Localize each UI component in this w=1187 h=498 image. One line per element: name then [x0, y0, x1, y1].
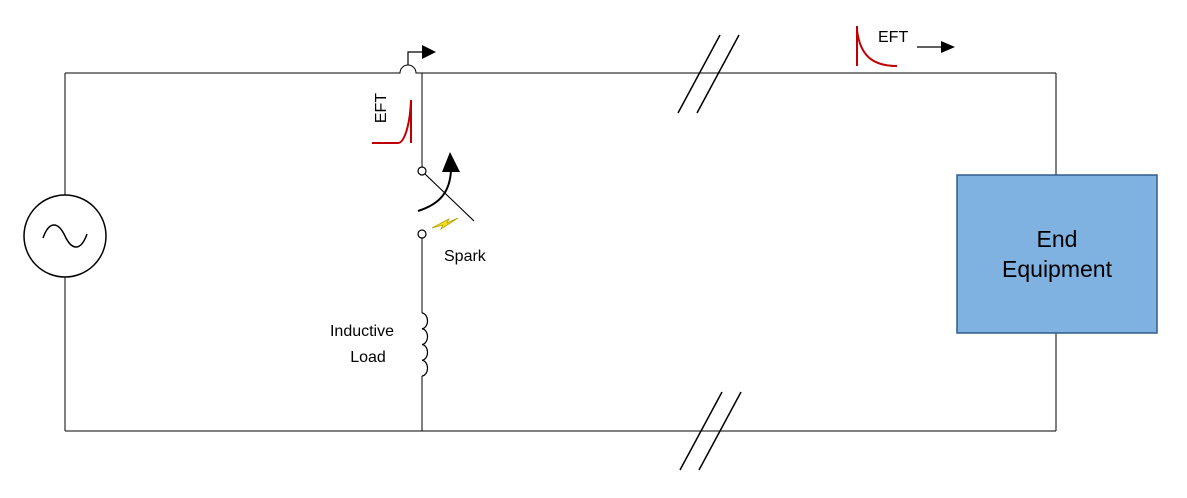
bottom-break-mark-2 [698, 391, 742, 471]
branch-direction-arrow [407, 45, 436, 65]
line-eft-label: EFT [878, 29, 908, 46]
inductive-load: Inductive Load [330, 312, 429, 377]
circuit-wiring [64, 64, 1057, 432]
switch-blade [424, 173, 475, 222]
ac-source [23, 194, 107, 278]
branch-eft-label: EFT [373, 93, 390, 123]
branch-arrow-head [422, 45, 436, 59]
switch-contact-top [417, 166, 427, 176]
wire-break-marks [677, 34, 742, 471]
inductive-label-line2: Load [350, 349, 386, 366]
inductor-coil [421, 312, 429, 377]
sine-wave-icon [42, 224, 88, 248]
line-eft-arrow-head [941, 41, 955, 53]
branch-arrow-line [407, 51, 424, 65]
bottom-break-mark-1 [679, 391, 723, 471]
switch-contact-bottom [417, 229, 427, 239]
top-break-mark-1 [677, 34, 721, 114]
switch-motion-arrow-head [442, 152, 460, 172]
top-wire [65, 64, 1056, 74]
branch-eft-waveform: EFT [372, 93, 412, 144]
end-equipment-box [956, 174, 1158, 334]
spark-icon [431, 217, 459, 231]
switch: Spark [417, 152, 487, 265]
line-eft-waveform: EFT [856, 26, 955, 67]
line-eft-curve [856, 29, 898, 67]
top-break-mark-2 [696, 34, 740, 114]
inductive-label-line1: Inductive [330, 323, 394, 340]
spark-label: Spark [444, 248, 487, 265]
switch-motion-arc [417, 169, 452, 212]
